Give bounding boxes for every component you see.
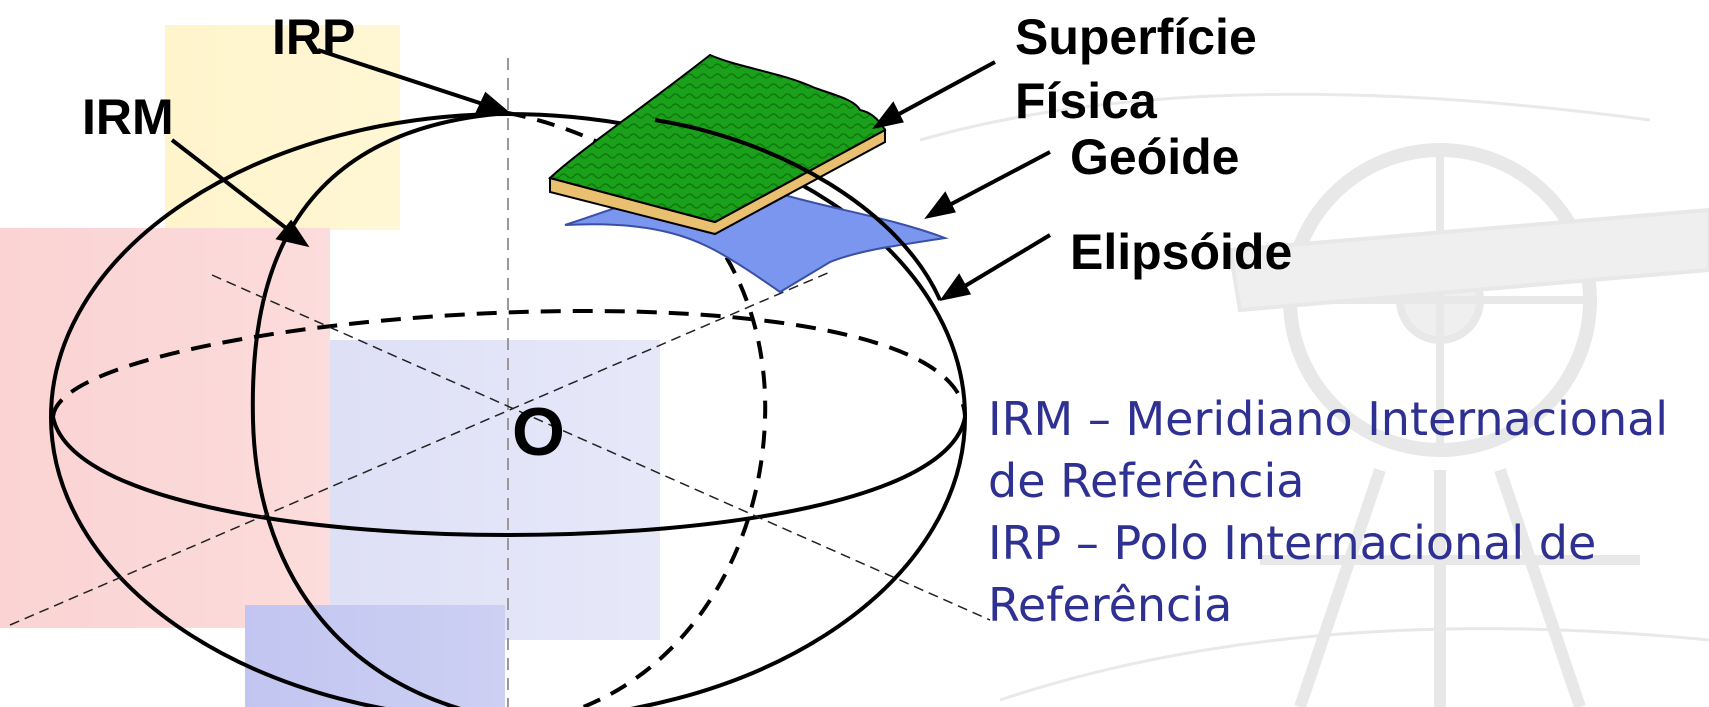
label-arrows bbox=[170, 48, 1052, 302]
geoide-label: Geóide bbox=[1070, 129, 1240, 185]
equator-back bbox=[51, 309, 967, 418]
legend-line-2: de Referência bbox=[988, 454, 1305, 508]
superficie-label: Superfície bbox=[1015, 9, 1257, 65]
telescope-watermark bbox=[919, 92, 1709, 707]
meridian-front bbox=[250, 111, 509, 707]
legend-line-3: IRP – Polo Internacional de bbox=[988, 516, 1597, 570]
physical-surface bbox=[547, 53, 887, 236]
elipsoide-label: Elipsóide bbox=[1070, 224, 1293, 280]
axis-y bbox=[211, 274, 991, 621]
ellipsoid-edge-overlay bbox=[654, 118, 942, 301]
legend: IRM – Meridiano Internacional de Referên… bbox=[988, 388, 1708, 636]
legend-line-4: Referência bbox=[988, 578, 1233, 632]
origin-label: O bbox=[512, 394, 565, 470]
legend-line-1: IRM – Meridiano Internacional bbox=[988, 392, 1669, 446]
fisica-label: Física bbox=[1015, 73, 1157, 129]
irp-label: IRP bbox=[272, 9, 356, 65]
irm-label: IRM bbox=[82, 89, 174, 145]
axis-x bbox=[9, 271, 831, 626]
equator-front bbox=[51, 416, 967, 538]
